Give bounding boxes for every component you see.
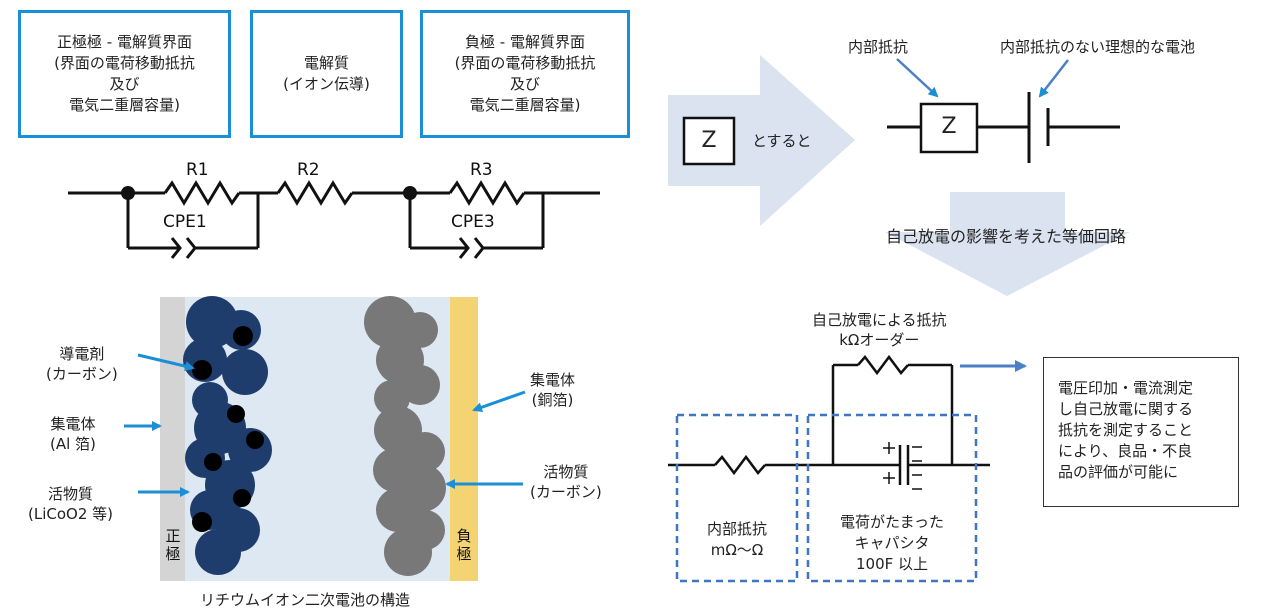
cathode-particles xyxy=(183,296,272,575)
label-line: 電荷がたまった xyxy=(840,513,944,531)
al-collector-label: 集電体 (Al 箔) xyxy=(50,414,96,454)
anode-active-label: 活物質 (カーボン) xyxy=(530,462,602,502)
box-line: 正極極 - 電解質界面 xyxy=(57,33,192,51)
r2-label: R2 xyxy=(297,160,320,180)
z-symbol: Z xyxy=(701,128,717,153)
node-dot xyxy=(121,186,135,200)
box-line: 及び xyxy=(109,75,140,93)
label-line: 集電体 xyxy=(50,415,96,433)
note-line: 電圧印加・電流測定 xyxy=(1058,379,1194,397)
self-discharge-circuit xyxy=(668,354,990,490)
battery-caption: リチウムイオン二次電池の構造 xyxy=(200,591,411,609)
z-box xyxy=(682,116,736,166)
cpe3-label: CPE3 xyxy=(451,212,495,232)
label-line: (カーボン) xyxy=(530,483,602,501)
box-line: 電気二重層容量) xyxy=(469,96,581,114)
positive-interface-box: 正極極 - 電解質界面 (界面の電荷移動抵抗 及び 電気二重層容量) xyxy=(18,10,231,138)
copper-collector xyxy=(450,297,478,581)
cpe1-label: CPE1 xyxy=(163,212,207,232)
dashed-capacitor-box xyxy=(806,413,978,583)
z-text: とすると xyxy=(752,132,812,150)
label-line: kΩオーダー xyxy=(839,331,920,349)
box-line: 電解質 xyxy=(303,54,349,72)
ideal-battery-circuit xyxy=(887,92,1120,163)
electrolyte-box: 電解質 (イオン伝導) xyxy=(250,10,403,138)
label-line: (LiCoO2 等) xyxy=(28,505,113,523)
label-line: (カーボン) xyxy=(46,365,118,383)
battery-structure xyxy=(124,296,526,581)
big-right-arrow xyxy=(668,55,855,226)
label-line: 自己放電による抵抗 xyxy=(812,311,947,329)
label-line: 内部抵抗 xyxy=(706,520,767,538)
ideal-battery-label: 内部抵抗のない理想的な電池 xyxy=(1000,38,1196,56)
equivalent-circuit-label: 自己放電の影響を考えた等価回路 xyxy=(886,227,1127,246)
negative-interface-box: 負極 - 電解質界面 (界面の電荷移動抵抗 及び 電気二重層容量) xyxy=(420,10,630,138)
note-line: し自己放電に関する xyxy=(1058,400,1194,418)
note-line: により、良品・不良 xyxy=(1058,442,1193,460)
aluminum-collector xyxy=(160,297,185,581)
dashed-capacitor-text: 電荷がたまった キャパシタ 100F 以上 xyxy=(808,512,976,575)
box-line: (界面の電荷移動抵抗 xyxy=(54,54,195,72)
label-line: 100F 以上 xyxy=(855,555,929,573)
label-line: 活物質 xyxy=(543,463,589,481)
note-line: 品の評価が可能に xyxy=(1058,463,1179,481)
positive-electrode-label: 正極 xyxy=(165,527,181,563)
label-line: 活物質 xyxy=(47,485,93,503)
negative-electrode-label: 負極 xyxy=(456,527,472,563)
self-discharge-label: 自己放電による抵抗 kΩオーダー xyxy=(812,310,947,350)
carbon-additive-dots xyxy=(192,326,264,532)
z-in-circuit: Z xyxy=(941,114,957,139)
r1-label: R1 xyxy=(186,160,209,180)
label-line: 集電体 xyxy=(530,371,576,389)
randles-circuit xyxy=(68,180,600,259)
anode-particles xyxy=(364,296,446,576)
r3-label: R3 xyxy=(470,160,493,180)
box-line: 及び xyxy=(509,75,540,93)
label-line: mΩ〜Ω xyxy=(710,541,764,559)
big-down-arrow xyxy=(885,192,1130,296)
cathode-active-label: 活物質 (LiCoO2 等) xyxy=(28,484,113,524)
label-line: (Al 箔) xyxy=(50,435,96,453)
label-line: キャパシタ xyxy=(854,534,930,552)
label-line: (銅箔) xyxy=(531,391,574,409)
conductive-agent-label: 導電剤 (カーボン) xyxy=(46,344,118,384)
label-line: 導電剤 xyxy=(59,345,105,363)
internal-resistance-label: 内部抵抗 xyxy=(848,38,909,56)
note-line: 抵抗を測定すること xyxy=(1058,421,1194,439)
dashed-internal-text: 内部抵抗 mΩ〜Ω xyxy=(677,519,797,561)
cu-collector-label: 集電体 (銅箔) xyxy=(530,370,575,410)
box-line: 負極 - 電解質界面 xyxy=(465,33,585,51)
node-dot xyxy=(403,186,417,200)
box-line: (界面の電荷移動抵抗 xyxy=(454,54,596,72)
box-line: (イオン伝導) xyxy=(283,75,370,93)
evaluation-note: 電圧印加・電流測定 し自己放電に関する 抵抗を測定すること により、良品・不良 … xyxy=(1043,357,1239,507)
dashed-internal-box xyxy=(675,413,799,583)
box-line: 電気二重層容量) xyxy=(69,96,180,114)
